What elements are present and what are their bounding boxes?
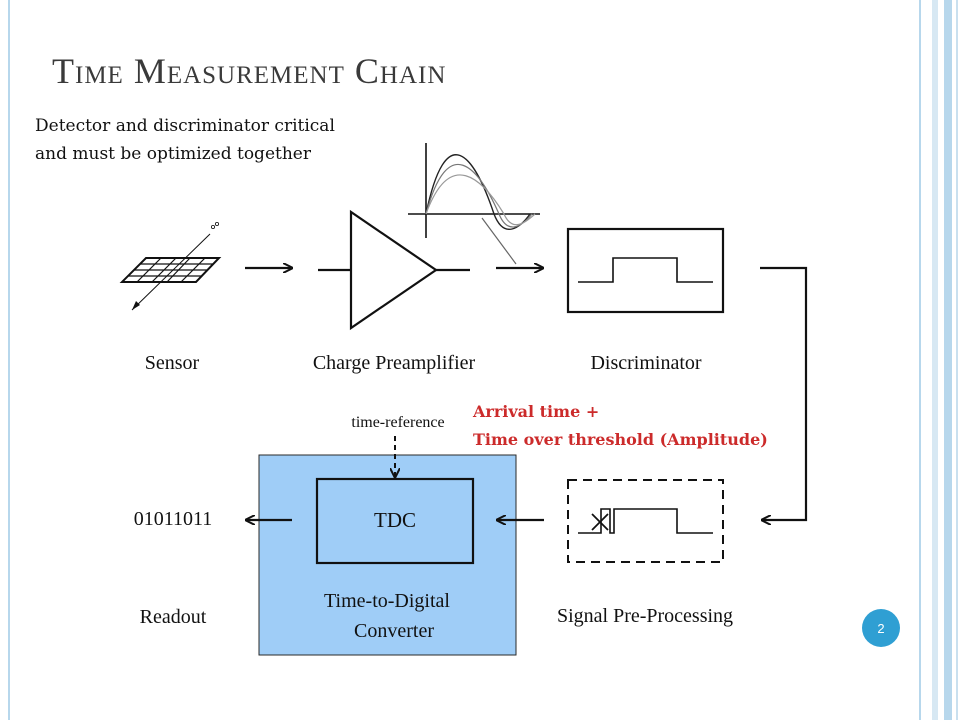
- annotation-line-1: Arrival time +: [473, 402, 600, 421]
- preamp-icon: [318, 209, 470, 331]
- readout-value: 01011011: [133, 508, 213, 530]
- tdc-name-line-1: Time-to-Digital: [324, 590, 450, 612]
- slide-frame: [8, 0, 960, 720]
- page-number: 2: [877, 620, 885, 636]
- tdc-inner-box: [315, 477, 475, 565]
- arrow-discriminator-preprocessing: [760, 266, 808, 520]
- readout-label: Readout: [139, 606, 207, 628]
- time-reference-label: time-reference: [351, 414, 445, 431]
- page-number-badge: 2: [862, 609, 900, 647]
- preamp-label: Charge Preamplifier: [312, 352, 476, 374]
- note-line-1: Detector and discriminator critical: [35, 116, 335, 136]
- preprocessing-label: Signal Pre-Processing: [556, 605, 734, 627]
- waveform-icon: [408, 143, 540, 265]
- discriminator-label: Discriminator: [590, 352, 702, 374]
- sensor-label: Sensor: [144, 352, 200, 374]
- sensor-icon: [119, 221, 222, 311]
- annotation-line-2: Time over threshold (Amplitude): [473, 430, 768, 449]
- discriminator-box: [566, 227, 725, 314]
- tdc-label: TDC: [374, 508, 416, 532]
- tdc-name-line-2: Converter: [354, 620, 434, 642]
- note-line-2: and must be optimized together: [35, 144, 311, 164]
- slide-title: Time Measurement Chain: [52, 51, 447, 91]
- preprocessing-box: [567, 479, 724, 563]
